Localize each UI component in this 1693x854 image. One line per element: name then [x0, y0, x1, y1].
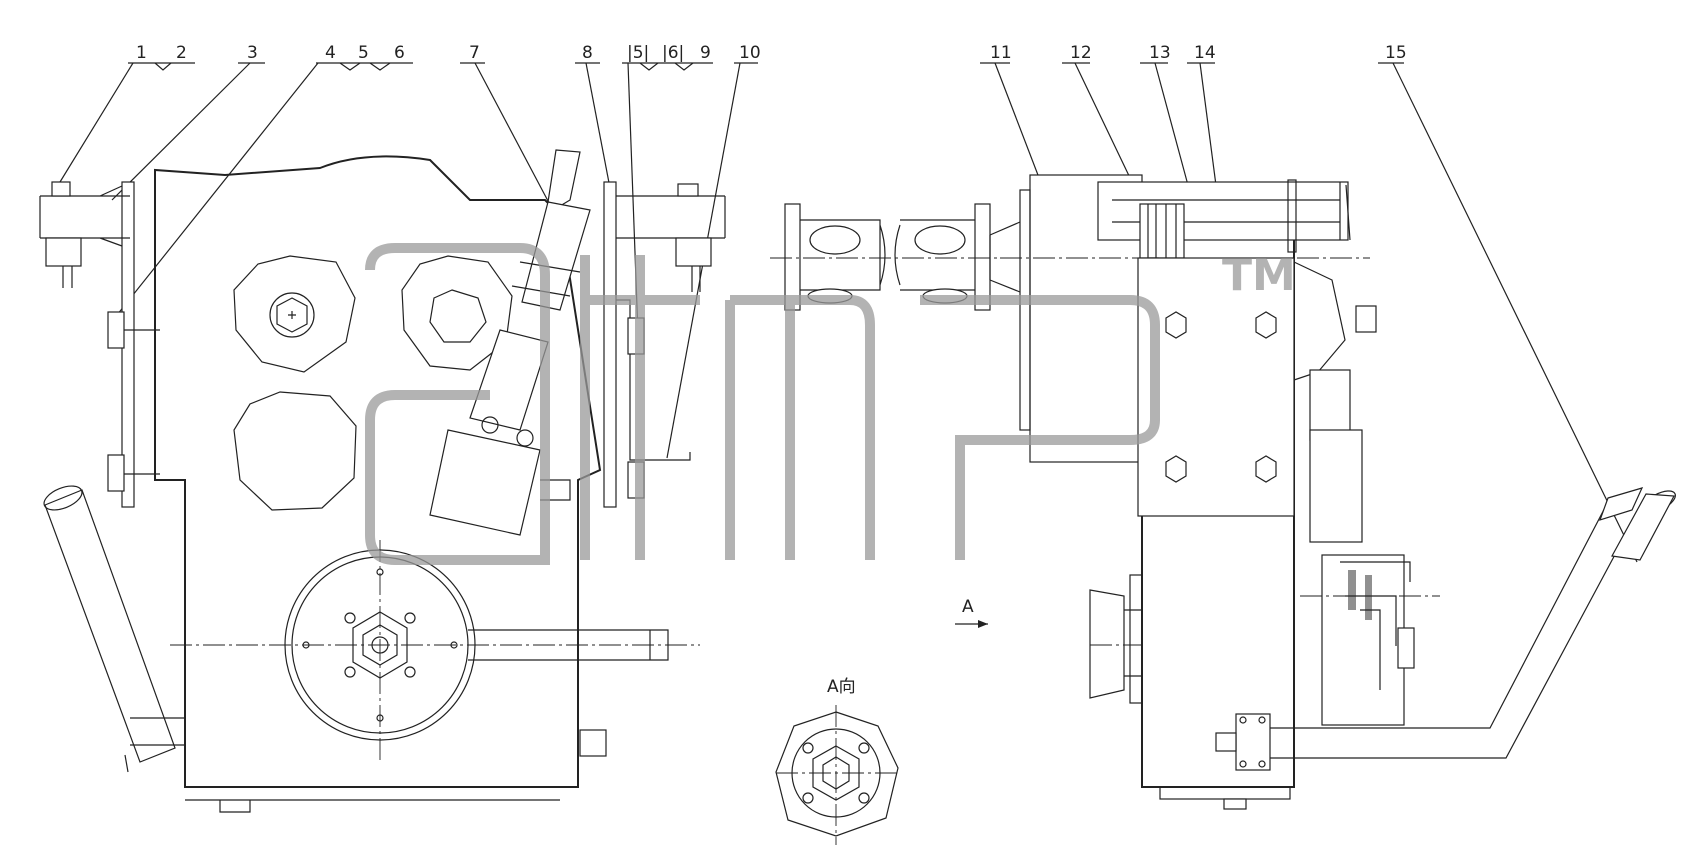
clutch-section	[1300, 554, 1440, 726]
pump-block	[1137, 257, 1295, 517]
callout-7: 7	[469, 43, 480, 63]
callout-boxed-5: |5|	[627, 43, 649, 63]
callout-15: 15	[1385, 43, 1407, 63]
lower-left-cover	[233, 391, 357, 511]
housing-foot	[1159, 786, 1291, 800]
side-centerline	[1000, 257, 1370, 646]
right-handle	[1215, 487, 1676, 771]
upper-left-cover	[233, 255, 356, 373]
callout-9: 9	[700, 43, 711, 63]
callout-boxed-6: |6|	[662, 43, 684, 63]
view-arrow: A	[955, 597, 988, 628]
valve-assembly	[429, 149, 591, 536]
callout-13: 13	[1149, 43, 1171, 63]
callout-2: 2	[176, 43, 187, 63]
left-handle	[43, 485, 186, 773]
detail-view-a: A向	[775, 677, 900, 845]
callout-14: 14	[1194, 43, 1216, 63]
callout-5: 5	[358, 43, 369, 63]
top-plate	[1097, 181, 1349, 241]
callout-11: 11	[990, 43, 1012, 63]
flange-centerline	[170, 540, 700, 760]
upper-right-cover	[401, 255, 513, 371]
callout-3: 3	[247, 43, 258, 63]
callout-10: 10	[739, 43, 761, 63]
drain-plug	[579, 729, 607, 757]
callout-8: 8	[582, 43, 593, 63]
watermark-tm: TM	[1222, 250, 1296, 301]
view-arrow-label: A	[962, 597, 974, 617]
callout-12: 12	[1070, 43, 1092, 63]
callout-6: 6	[394, 43, 405, 63]
right-bracket	[603, 181, 726, 508]
detail-view-label: A向	[827, 677, 856, 697]
callout-1: 1	[136, 43, 147, 63]
watermark-logo: TM	[365, 243, 1296, 565]
housing-base	[185, 786, 578, 813]
side-view	[989, 174, 1676, 810]
front-view	[39, 149, 726, 813]
left-bracket	[39, 181, 160, 508]
callout-4: 4	[325, 43, 336, 63]
universal-joint-assembly	[770, 203, 1010, 311]
pump-bolts	[1165, 311, 1277, 483]
